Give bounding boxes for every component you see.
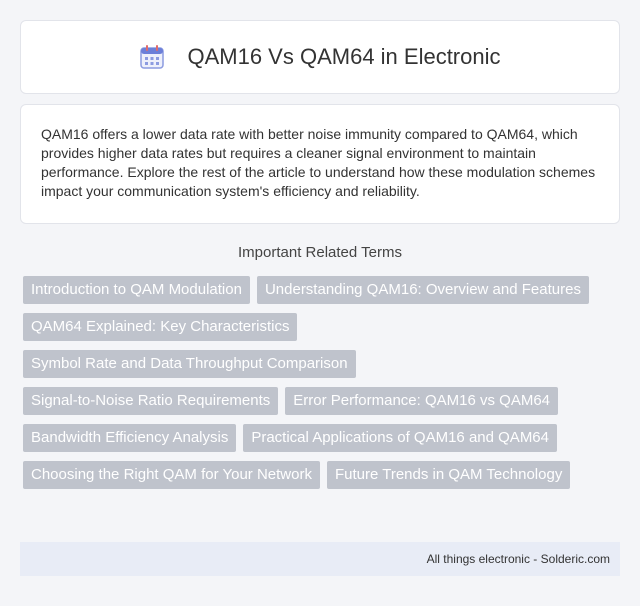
related-terms-heading: Important Related Terms <box>238 244 402 261</box>
term-tag[interactable]: QAM64 Explained: Key Characteristics <box>23 313 298 341</box>
term-tag[interactable]: Symbol Rate and Data Throughput Comparis… <box>23 350 356 378</box>
footer: All things electronic - Solderic.com <box>20 542 620 576</box>
title-card: QAM16 Vs QAM64 in Electronic <box>20 20 620 94</box>
calendar-icon <box>140 45 165 69</box>
term-tag[interactable]: Bandwidth Efficiency Analysis <box>23 424 237 452</box>
footer-text: All things electronic - Solderic.com <box>426 552 610 566</box>
term-tag[interactable]: Practical Applications of QAM16 and QAM6… <box>243 424 557 452</box>
related-terms-list: Introduction to QAM Modulation Understan… <box>23 276 623 498</box>
description-card: QAM16 offers a lower data rate with bett… <box>20 104 620 224</box>
term-tag[interactable]: Understanding QAM16: Overview and Featur… <box>256 276 589 304</box>
description-text: QAM16 offers a lower data rate with bett… <box>41 126 596 199</box>
term-tag[interactable]: Choosing the Right QAM for Your Network <box>23 461 320 489</box>
term-tag[interactable]: Signal-to-Noise Ratio Requirements <box>23 387 279 415</box>
page-title: QAM16 Vs QAM64 in Electronic <box>187 44 501 69</box>
term-tag[interactable]: Future Trends in QAM Technology <box>326 461 571 489</box>
term-tag[interactable]: Error Performance: QAM16 vs QAM64 <box>285 387 559 415</box>
term-tag[interactable]: Introduction to QAM Modulation <box>23 276 250 304</box>
